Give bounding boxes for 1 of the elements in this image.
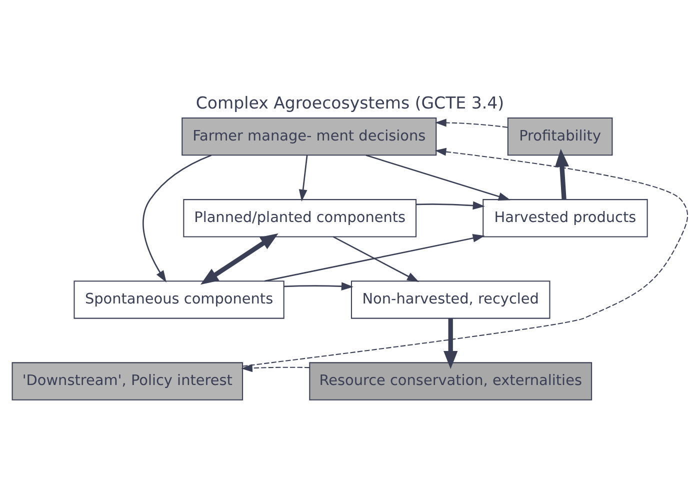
diagram-title: Complex Agroecosystems (GCTE 3.4) <box>196 92 504 112</box>
